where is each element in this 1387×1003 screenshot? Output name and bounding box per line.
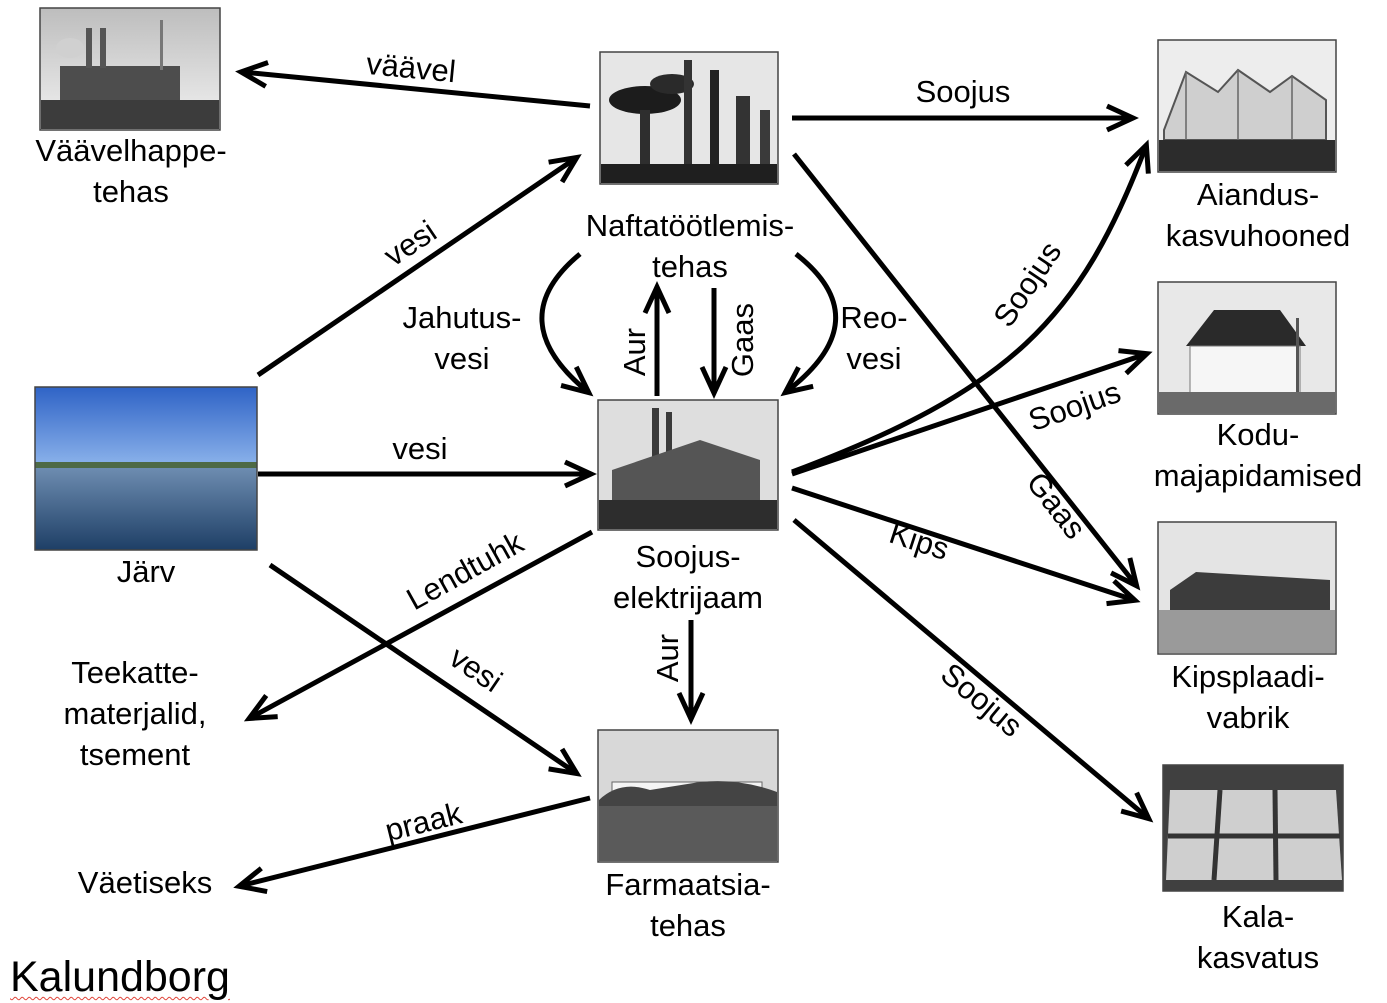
node-label-line: Aiandus- (1196, 177, 1320, 212)
households-photo (1157, 281, 1337, 415)
edge-label-steam-up: Aur (617, 328, 652, 376)
edge-label-gypsum: Kips (885, 515, 953, 567)
edge-label-gas-gypsum: Gaas (1020, 466, 1093, 546)
edge-label-refinery-heat: Soojus (916, 74, 1011, 109)
arrow-heat-households (791, 348, 1153, 477)
node-label-line: tehas (650, 908, 726, 943)
node-label-sulfuric-acid-plant: Väävelhappe- tehas (20, 130, 242, 212)
edge-label-heat-greenhouses: Soojus (986, 235, 1068, 333)
node-label-road-materials: Teekatte- materjalid, tsement (30, 652, 240, 775)
node-label-line: tehas (93, 174, 169, 209)
greenhouses-photo (1157, 39, 1337, 173)
node-label-line: Teekatte- (71, 655, 199, 690)
edge-label-heat-fish: Soojus (934, 656, 1029, 744)
arrow-heat-fish (792, 518, 1154, 823)
arrow-lake-water-pharma (268, 562, 582, 777)
arrow-gas-gypsum (792, 152, 1141, 591)
power-plant-photo (597, 399, 779, 531)
sulfuric-acid-plant-photo (39, 7, 221, 131)
node-label-line: tehas (652, 249, 728, 284)
arrow-waste (233, 795, 591, 894)
node-label-line: vabrik (1206, 700, 1290, 735)
arrow-sulfur (235, 60, 591, 109)
refinery-photo (599, 51, 779, 185)
node-label-line: Kipsplaadi- (1171, 659, 1325, 694)
node-label-line: elektrijaam (613, 580, 763, 615)
node-label-line: kasvuhooned (1165, 218, 1351, 253)
node-label-line: Väetiseks (77, 865, 213, 900)
node-label-households: Kodu- majapidamised (1140, 414, 1376, 496)
fish-farming-photo (1162, 764, 1344, 892)
node-label-line: Kodu- (1216, 417, 1300, 452)
edge-label-waste-water-2: vesi (846, 341, 901, 376)
edge-label-lake-water-refinery: vesi (377, 213, 442, 273)
node-label-power-plant: Soojus- elektrijaam (578, 536, 798, 618)
edge-label-gas-down: Gaas (725, 303, 760, 377)
node-label-greenhouses: Aiandus- kasvuhooned (1140, 174, 1376, 256)
node-label-refinery: Naftatöötlemis- tehas (560, 205, 820, 287)
edge-label-waste-water-1: Reo- (840, 300, 907, 335)
node-label-line: tsement (79, 737, 191, 772)
diagram-title: Kalundborg (10, 953, 230, 1001)
node-label-line: Farmaatsia- (605, 867, 771, 902)
arrow-gypsum (791, 485, 1141, 607)
edge-label-steam-pharma: Aur (650, 634, 685, 682)
arrow-lake-water-refinery (256, 154, 582, 378)
lake-photo (34, 386, 258, 551)
gypsum-factory-photo (1157, 521, 1337, 655)
node-label-pharma-plant: Farmaatsia- tehas (580, 864, 796, 946)
edge-label-lake-water-power: vesi (392, 431, 447, 466)
node-label-line: Naftatöötlemis- (585, 208, 795, 243)
arrow-waste-water (780, 252, 839, 397)
edge-label-cooling-water-1: Jahutus- (403, 300, 522, 335)
arrow-heat-greenhouses (791, 139, 1151, 475)
node-label-fertilizer: Väetiseks (50, 862, 240, 903)
node-label-line: Järv (116, 554, 176, 589)
arrow-cooling-water (539, 252, 594, 397)
node-label-line: materjalid, (63, 696, 207, 731)
node-label-fish-farming: Kala- kasvatus (1150, 896, 1366, 978)
edge-label-heat-households: Soojus (1024, 374, 1125, 438)
edge-label-cooling-water-2: vesi (434, 341, 489, 376)
edge-label-sulfur: väävel (365, 46, 458, 89)
node-label-line: Kala- (1221, 899, 1295, 934)
node-label-line: Soojus- (635, 539, 741, 574)
node-label-lake: Järv (60, 551, 232, 592)
node-label-line: Väävelhappe- (35, 133, 227, 168)
node-label-line: kasvatus (1196, 940, 1320, 975)
pharma-plant-photo (597, 729, 779, 863)
arrow-fly-ash (243, 529, 594, 722)
node-label-line: majapidamised (1153, 458, 1363, 493)
node-label-gypsum-factory: Kipsplaadi- vabrik (1140, 656, 1356, 738)
